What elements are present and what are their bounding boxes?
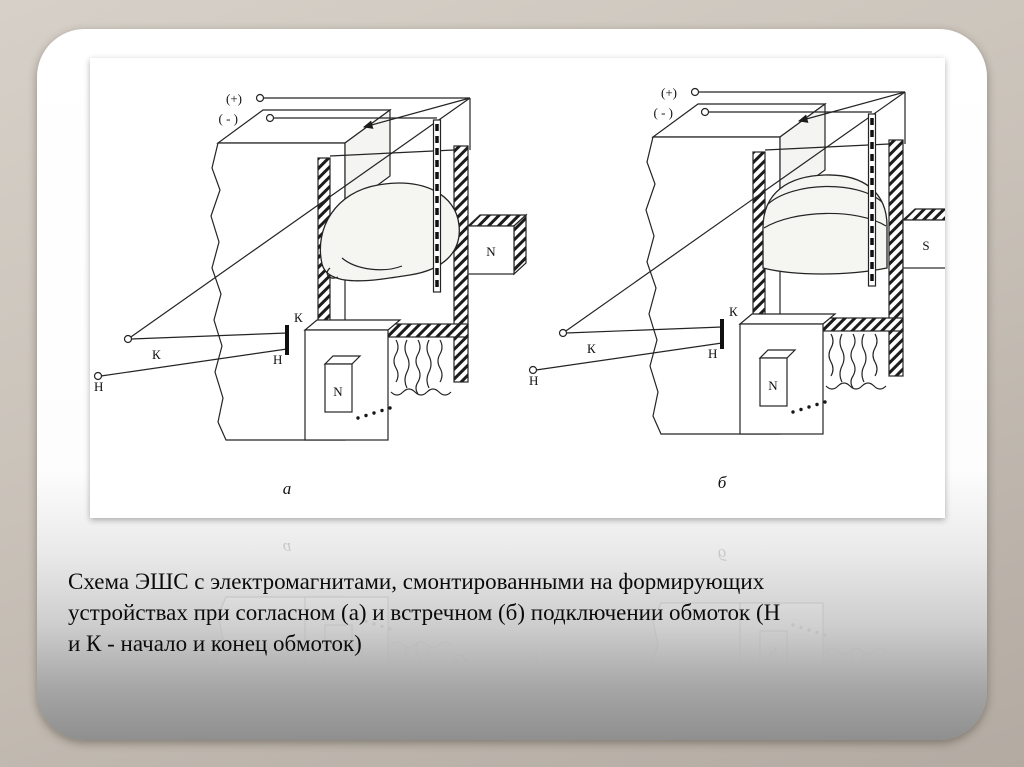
coil-h-label: Н [708,346,717,361]
welding-scheme-figure: (+) ( - ) К Н К Н N N а (+) [90,85,945,498]
figure-image: (+) ( - ) К Н К Н N N а (+) [90,58,945,518]
caption-line: Схема ЭШС с электромагнитами, смонтирова… [68,569,765,594]
coil-k-label: К [729,304,738,319]
slide-caption: Схема ЭШС с электромагнитами, смонтирова… [68,566,983,659]
upper-magnet-label: S [922,238,929,253]
plus-terminal-label: (+) [226,91,242,106]
diagram-a: (+) ( - ) К Н К Н N N а [94,91,527,498]
caption-line: устройствах при согласном (а) и встречно… [68,600,781,625]
coil-k-label: К [294,310,303,325]
upper-magnet-label: N [486,244,496,259]
plus-terminal-label: (+) [661,85,677,100]
wire-h-label: Н [529,373,538,388]
wire-k-label: К [587,341,596,356]
diagram-a-caption: а [283,479,292,498]
wire-k-label: К [152,347,161,362]
diagram-b: (+) ( - ) К Н К Н S N б [529,85,945,492]
minus-terminal-label: ( - ) [654,105,674,120]
caption-line: и К - начало и конец обмоток) [68,631,362,656]
weld-pool [319,182,460,282]
wire-h-label: Н [94,379,103,394]
lower-magnet-label: N [768,378,778,393]
coil-h-label: Н [273,352,282,367]
scan-art: (+) ( - ) К Н К Н N N а (+) [94,85,945,498]
minus-terminal-label: ( - ) [219,111,239,126]
diagram-b-caption: б [718,473,727,492]
lower-magnet-label: N [333,384,343,399]
